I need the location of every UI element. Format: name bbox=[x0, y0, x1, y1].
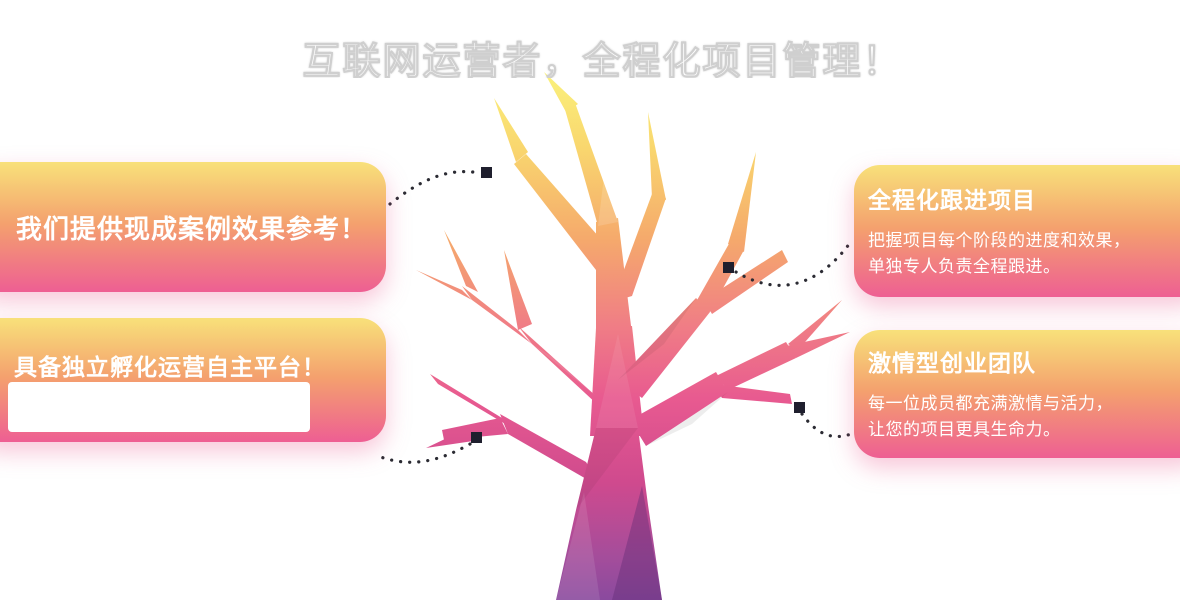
connector-square-bottom-left bbox=[471, 432, 482, 443]
card-full-process-line1: 把握项目每个阶段的进度和效果， bbox=[868, 231, 1131, 251]
connector-square-top-right bbox=[723, 262, 734, 273]
card-full-process-title: 全程化跟进项目 bbox=[868, 188, 1036, 214]
card-startup-team-body: 每一位成员都充满激情与活力， 让您的项目更具生命力。 bbox=[868, 391, 1180, 443]
card-case-reference-text: 我们提供现成案例效果参考！ bbox=[16, 214, 368, 245]
tree-facets bbox=[532, 160, 728, 600]
dotted-connector-bottom-right bbox=[800, 412, 853, 439]
card-incubation-platform-title: 具备独立孵化运营自主平台！ bbox=[14, 355, 326, 381]
card-startup-team-line1: 每一位成员都充满激情与活力， bbox=[868, 394, 1113, 414]
connector-square-top-left bbox=[481, 167, 492, 178]
page-title-wrap: 互联网运营者，全程化项目管理！ bbox=[0, 38, 1180, 79]
dotted-connector-top-left bbox=[388, 170, 482, 206]
card-full-process-body: 把握项目每个阶段的进度和效果， 单独专人负责全程跟进。 bbox=[868, 228, 1180, 280]
tree-branches bbox=[416, 72, 850, 600]
card-startup-team-line2: 让您的项目更具生命力。 bbox=[868, 420, 1061, 440]
card-incubation-platform-panel bbox=[8, 382, 310, 432]
card-startup-team-title: 激情型创业团队 bbox=[868, 351, 1036, 377]
dotted-connector-top-right bbox=[734, 241, 852, 287]
connector-squares bbox=[471, 167, 805, 443]
dotted-connectors bbox=[376, 170, 853, 464]
card-full-process-line2: 单独专人负责全程跟进。 bbox=[868, 257, 1061, 277]
card-full-process: 全程化跟进项目 把握项目每个阶段的进度和效果， 单独专人负责全程跟进。 bbox=[854, 165, 1180, 297]
page-title: 互联网运营者，全程化项目管理！ bbox=[302, 39, 903, 79]
dotted-connector-bottom-left bbox=[376, 442, 472, 464]
connector-square-bottom-right bbox=[794, 402, 805, 413]
card-startup-team: 激情型创业团队 每一位成员都充满激情与活力， 让您的项目更具生命力。 bbox=[854, 330, 1180, 458]
card-incubation-platform: 具备独立孵化运营自主平台！ bbox=[0, 318, 386, 442]
card-case-reference: 我们提供现成案例效果参考！ bbox=[0, 162, 386, 292]
